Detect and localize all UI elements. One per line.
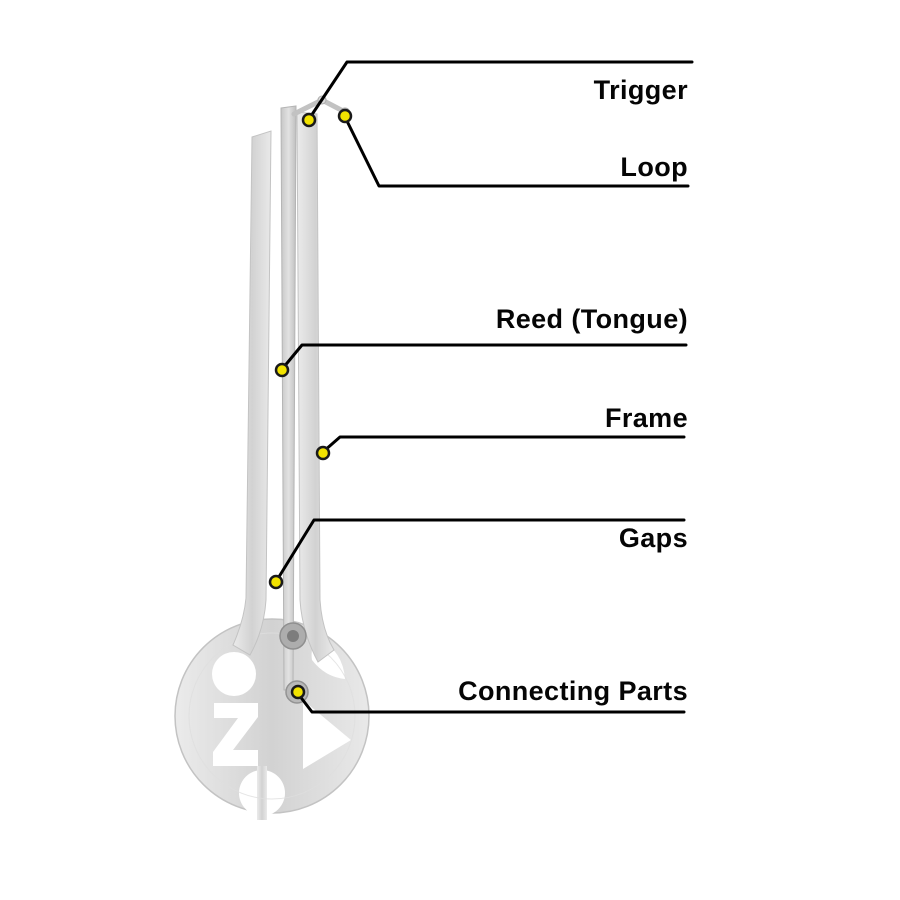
- connecting-bolt-upper: [279, 622, 307, 650]
- reed-strip: [280, 105, 297, 691]
- callout-line-gaps: [275, 518, 686, 582]
- label-frame: Frame: [604, 403, 688, 433]
- head-inner-rim: [188, 632, 356, 800]
- frame-left-arm: [232, 130, 272, 656]
- marker-connecting-parts: [290, 684, 306, 700]
- marker-trigger: [301, 112, 317, 128]
- label-trigger: Trigger: [593, 75, 688, 105]
- frame-right-arm: [296, 111, 335, 663]
- callout-line-loop: [343, 115, 690, 188]
- label-connecting-parts: Connecting Parts: [458, 676, 688, 706]
- label-gaps: Gaps: [618, 523, 688, 553]
- marker-frame: [315, 445, 331, 461]
- anchor-markers: [268, 108, 353, 700]
- label-reed: Reed (Tongue): [495, 304, 688, 334]
- frame-head: [174, 618, 370, 820]
- callout-line-frame: [322, 435, 686, 453]
- callout-line-reed: [281, 343, 688, 370]
- phi-bar-cutout: [257, 766, 267, 820]
- callout-line-connecting-parts: [297, 693, 686, 714]
- marker-loop: [337, 108, 353, 124]
- callout-lines: [275, 60, 694, 714]
- marker-reed: [274, 362, 290, 378]
- marker-gaps: [268, 574, 284, 590]
- callout-line-trigger: [307, 60, 694, 121]
- label-loop: Loop: [620, 152, 688, 182]
